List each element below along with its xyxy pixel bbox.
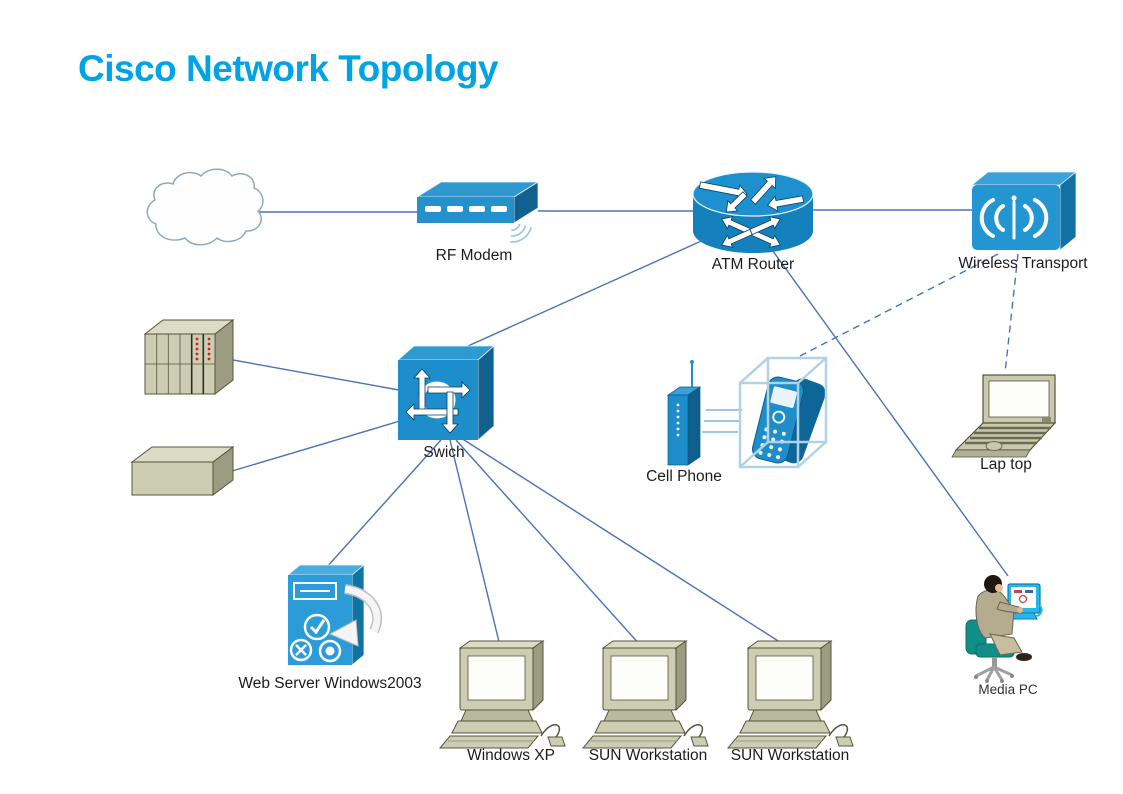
led-lights-icon [195,337,211,361]
label-laptop: Lap top [980,456,1032,473]
sun-workstation-2-node[interactable] [727,640,854,749]
cell-tower-icon [666,360,702,466]
switch-icon [396,345,496,441]
edge-wireless-phone-cube [799,253,999,357]
edge-switch-sun-2 [460,437,787,647]
x-icon [295,644,307,656]
rack-unit-node[interactable] [143,318,235,396]
wireless-transport-node[interactable] [970,171,1078,251]
label-windows-xp: Windows XP [467,747,555,764]
edge-switch-sun-1 [455,439,642,647]
laptop-icon [951,374,1057,458]
switch-arrows-icon [405,368,471,434]
edge-switch-windows-xp [449,439,501,647]
router-icon [692,171,814,253]
label-media-pc: Media PC [978,682,1038,697]
box-device-icon [130,446,235,496]
sun-workstation-1-node[interactable] [582,640,709,749]
windows-xp-node[interactable] [439,640,566,749]
edge-wireless-laptop [1004,253,1019,374]
cube-frame-icon [738,356,828,469]
label-sun-workstation-1: SUN Workstation [588,747,708,764]
phone-in-cube-icon [738,356,828,469]
laptop-node[interactable] [951,374,1057,458]
curved-arrow-icon [328,619,359,647]
check-icon [309,619,326,635]
cloud-icon [146,168,264,246]
cloud-node[interactable] [146,168,264,246]
workstation-icon [439,640,566,749]
phone-cube-node[interactable] [738,356,829,469]
cell-phone-node[interactable] [666,360,742,466]
label-cell-phone: Cell Phone [646,468,722,485]
rf-modem-node[interactable] [415,181,540,243]
modem-icon [415,181,540,243]
person-at-computer-icon [965,575,1043,683]
edges [221,209,1019,647]
atm-router-node[interactable] [692,171,814,253]
edge-box-switch [221,417,411,475]
edge-rack-switch [221,357,411,393]
label-sun-workstation-2: SUN Workstation [730,747,850,764]
label-switch: Swich [423,444,465,461]
device-box-node[interactable] [130,446,235,496]
label-rf-modem: RF Modem [435,247,513,264]
edge-atm-router-switch [447,237,709,356]
wireless-transport-icon [970,171,1078,251]
switch-node[interactable] [396,345,496,441]
router-arrows-icon [698,176,805,248]
wireless-waves-icon [510,223,533,243]
label-wireless-transport: Wireless Transport [958,255,1088,272]
edge-atm-router-media-pc [769,246,1009,577]
server-icon [286,564,383,666]
chassis-rack-icon [143,318,235,396]
web-server-node[interactable] [286,564,383,666]
workstation-icon [582,640,709,749]
signal-lines-icon [702,409,742,433]
antenna-icon [979,198,1049,240]
edge-switch-web-server [325,439,442,569]
label-web-server: Web Server Windows2003 [238,675,422,692]
page-title: Cisco Network Topology [78,48,499,89]
label-atm-router: ATM Router [711,256,795,273]
media-pc-node[interactable] [965,575,1043,683]
dot-icon [325,646,335,656]
workstation-icon [727,640,854,749]
